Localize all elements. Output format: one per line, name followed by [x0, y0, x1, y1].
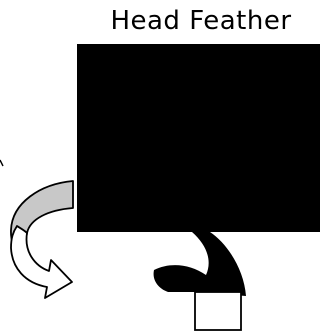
black-block [77, 44, 320, 232]
arrow-lower-band [11, 226, 72, 298]
base-box [195, 292, 241, 330]
tick-mark [0, 160, 3, 166]
rotate-arrow-icon [11, 181, 73, 298]
feather-shape [154, 232, 246, 296]
